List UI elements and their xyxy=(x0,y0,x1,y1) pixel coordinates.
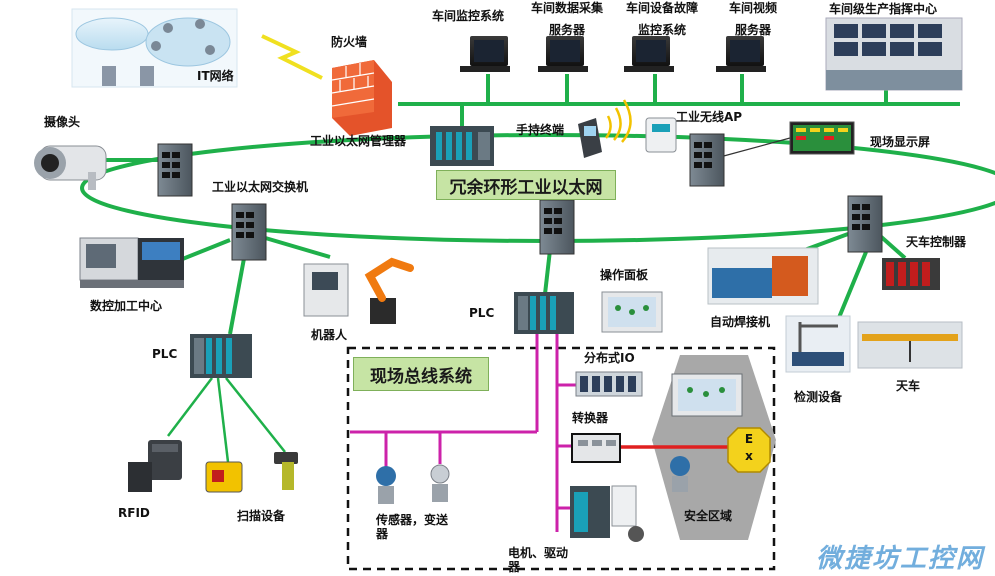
switch-icon xyxy=(539,199,575,255)
it-network-label: IT网络 xyxy=(197,69,234,83)
ex-icon xyxy=(727,427,771,473)
fault-monitor-label-line2: 监控系统 xyxy=(637,22,686,37)
cnc-icon xyxy=(79,237,184,288)
camera-icon xyxy=(34,145,107,190)
field-bus-title: 现场总线系统 xyxy=(353,357,489,391)
computer-icon xyxy=(538,36,588,72)
video-server-label-line2: 服务器 xyxy=(734,22,771,37)
converter-label: 转换器 xyxy=(572,411,609,425)
inspection-label: 检测设备 xyxy=(794,390,843,404)
eth-switch-label: 工业以太网交换机 xyxy=(212,180,309,194)
ap-link xyxy=(719,137,791,158)
field-bus-boundary xyxy=(346,346,776,571)
robot-label: 机器人 xyxy=(311,328,348,342)
sensor-label-line1: 传感器，变送 xyxy=(376,513,449,527)
data-server-label: 车间数据采集 服务器 xyxy=(530,1,604,38)
operator-panel-icon xyxy=(601,291,663,333)
welder-icon xyxy=(707,247,819,305)
firewall-icon xyxy=(331,60,392,136)
command-center-label: 车间级生产指挥中心 xyxy=(829,2,938,16)
fault-monitor-label-line1: 车间设备故障 xyxy=(625,1,698,15)
lightning-icon xyxy=(261,34,323,80)
crane-label: 天车 xyxy=(896,379,921,393)
computer-icon xyxy=(716,36,766,72)
wireless-ap-label: 工业无线AP xyxy=(676,110,743,124)
crane-controller-label: 天车控制器 xyxy=(906,235,967,249)
welder-label: 自动焊接机 xyxy=(710,315,771,329)
plc-left-label: PLC xyxy=(152,347,178,361)
motor-label: 电机、驱动 器 xyxy=(508,546,569,575)
transmitter-icon xyxy=(670,456,690,492)
handheld-label: 手持终端 xyxy=(516,123,565,137)
computer-icon xyxy=(460,36,510,72)
operator-panel-icon xyxy=(671,373,743,417)
drive-icon xyxy=(570,485,644,542)
control-room-icon xyxy=(825,17,963,91)
watermark: 微捷坊工控网 xyxy=(816,544,985,574)
plc-center-label: PLC xyxy=(469,306,495,320)
camera-label: 摄像头 xyxy=(44,115,81,129)
video-server-label: 车间视频 服务器 xyxy=(722,1,784,38)
inspection-icon xyxy=(785,315,851,373)
sensor-label-line2: 器 xyxy=(376,526,389,541)
video-server-label-line1: 车间视频 xyxy=(728,1,777,15)
switch-icon xyxy=(157,143,193,197)
plc-icon xyxy=(190,334,252,378)
rfid-icon xyxy=(128,440,182,492)
safety-zone-label: 安全区域 xyxy=(684,509,733,523)
operator-panel-label: 操作面板 xyxy=(600,268,649,282)
plc-left-links xyxy=(167,377,286,463)
switch-icon xyxy=(231,203,267,261)
crane-controller-icon xyxy=(882,258,940,290)
crane-icon xyxy=(857,321,963,369)
handheld-icon xyxy=(578,99,632,158)
computer-icon xyxy=(624,36,674,72)
scanner-label: 扫描设备 xyxy=(237,509,286,523)
fault-monitor-label: 车间设备故障 监控系统 xyxy=(622,1,702,38)
display-label: 现场显示屏 xyxy=(870,135,931,149)
display-icon xyxy=(789,121,855,155)
firewall-label: 防火墙 xyxy=(331,35,368,49)
ex-letter-2: x xyxy=(745,448,753,463)
data-server-label-line2: 服务器 xyxy=(548,22,585,37)
scanner-icon xyxy=(205,452,298,493)
motor-label-line1: 电机、驱动 xyxy=(508,546,569,560)
plc-icon xyxy=(514,292,574,334)
eth-manager-icon xyxy=(430,126,494,166)
sensor-icon xyxy=(376,466,396,504)
transmitter-icon xyxy=(430,464,450,502)
ex-label: E x xyxy=(739,432,759,464)
distributed-io-label: 分布式IO xyxy=(584,351,635,365)
data-server-label-line1: 车间数据采集 xyxy=(530,1,603,15)
eth-manager-label: 工业以太网管理器 xyxy=(310,134,407,148)
ring-title: 冗余环形工业以太网 xyxy=(436,170,616,200)
ex-letter-1: E xyxy=(744,432,754,446)
workshop-monitor-label: 车间监控系统 xyxy=(432,9,505,23)
sensor-label: 传感器，变送 器 xyxy=(376,513,449,542)
rfid-label: RFID xyxy=(118,506,150,520)
cnc-label: 数控加工中心 xyxy=(90,299,163,313)
switch-icon xyxy=(689,133,725,187)
wireless-ap-icon xyxy=(645,117,677,153)
switch-icon xyxy=(847,195,883,253)
converter-icon xyxy=(571,433,621,463)
robot-icon xyxy=(303,257,414,324)
field-bus-links xyxy=(350,333,576,532)
distributed-io-icon xyxy=(575,371,643,397)
motor-label-line2: 器 xyxy=(508,559,521,574)
cloud-icon xyxy=(71,8,238,88)
